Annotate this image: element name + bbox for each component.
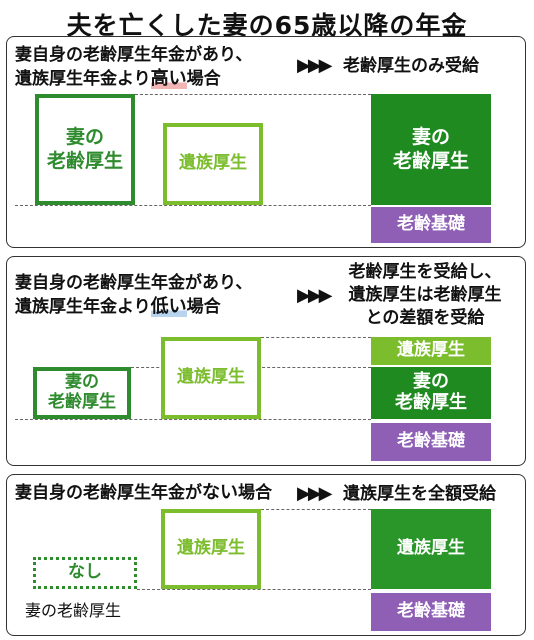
- result-basic-pension-bar: 老齢基礎: [371, 207, 491, 243]
- dashed-guide-bottom: [15, 419, 371, 420]
- condition-line-1: 妻自身の老齢厚生年金があり、: [15, 45, 253, 65]
- result-own-pension-bar: 妻の 老齢厚生: [371, 367, 491, 419]
- dashed-guide-top: [135, 94, 371, 95]
- condition-text: 妻自身の老齢厚生年金があり、 遺族厚生年金より低い場合: [15, 271, 252, 319]
- result-line-1: 老齢厚生を受給し、: [348, 262, 502, 282]
- result-own-pension-bar: 妻の 老齢厚生: [371, 94, 491, 205]
- arrow-icon: ▶▶▶: [297, 285, 332, 306]
- no-own-pension-caption: 妻の老齢厚生: [25, 601, 122, 620]
- survivor-pension-box: 遺族厚生: [163, 123, 263, 205]
- result-line-3: との差額を受給: [365, 308, 485, 328]
- result-text: 遺族厚生を全額受給: [343, 484, 496, 504]
- dashed-guide-top: [261, 337, 371, 338]
- result-text: 老齢厚生のみ受給: [343, 56, 479, 76]
- arrow-icon: ▶▶▶: [297, 483, 332, 504]
- result-line-2: 遺族厚生は老齢厚生: [348, 285, 502, 305]
- emphasis-lower: 低い: [150, 296, 187, 317]
- condition-line-2: 遺族厚生年金より高い場合: [15, 68, 221, 89]
- dashed-guide-top: [261, 509, 371, 510]
- panel-higher: 妻自身の老齢厚生年金があり、 遺族厚生年金より高い場合 ▶▶▶ 老齢厚生のみ受給…: [6, 36, 526, 248]
- arrow-icon: ▶▶▶: [297, 55, 332, 76]
- result-text: 老齢厚生を受給し、 遺族厚生は老齢厚生 との差額を受給: [335, 261, 515, 330]
- condition-text: 妻自身の老齢厚生年金がない場合: [15, 482, 272, 503]
- emphasis-none: ない: [202, 482, 238, 503]
- own-pension-box: 妻の 老齢厚生: [33, 367, 131, 419]
- survivor-pension-box: 遺族厚生: [161, 509, 261, 589]
- condition-text: 妻自身の老齢厚生年金があり、 遺族厚生年金より高い場合: [15, 43, 252, 91]
- survivor-pension-box: 遺族厚生: [161, 337, 261, 419]
- page-title: 夫を亡くした妻の65歳以降の年金: [66, 11, 468, 40]
- result-survivor-pension-bar: 遺族厚生: [371, 509, 491, 589]
- no-own-pension-box: なし: [33, 557, 137, 589]
- panel-none: 妻自身の老齢厚生年金がない場合 ▶▶▶ 遺族厚生を全額受給 なし 妻の老齢厚生 …: [6, 474, 526, 636]
- condition-line-1: 妻自身の老齢厚生年金があり、: [15, 273, 253, 293]
- result-basic-pension-bar: 老齢基礎: [371, 593, 491, 631]
- result-basic-pension-bar: 老齢基礎: [371, 423, 491, 461]
- panel-lower: 妻自身の老齢厚生年金があり、 遺族厚生年金より低い場合 ▶▶▶ 老齢厚生を受給し…: [6, 256, 526, 466]
- dashed-guide-bottom: [15, 205, 371, 206]
- result-survivor-difference-bar: 遺族厚生: [371, 337, 491, 365]
- emphasis-higher: 高い: [150, 68, 187, 89]
- own-pension-box: 妻の 老齢厚生: [35, 94, 135, 205]
- dashed-guide-bottom: [137, 589, 371, 590]
- condition-line-2: 遺族厚生年金より低い場合: [15, 296, 221, 317]
